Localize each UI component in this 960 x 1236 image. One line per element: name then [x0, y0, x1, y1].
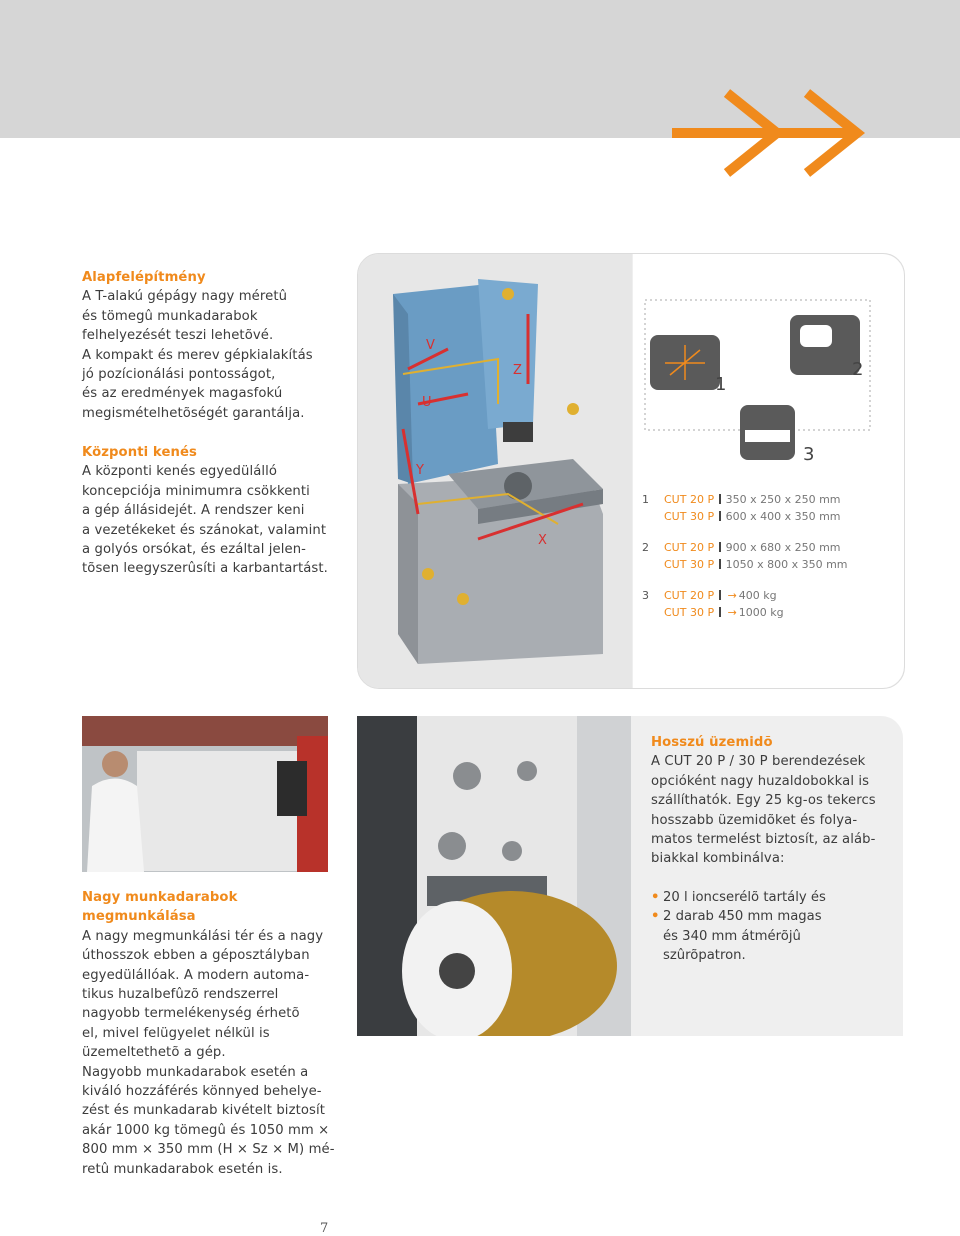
section-basic-heading: Alapfelépítmény — [82, 270, 206, 285]
axis-label-x: X — [538, 533, 547, 548]
spec-model: CUT 20 P — [664, 493, 715, 506]
section-long-runtime: Hosszú üzemidõ A CUT 20 P / 30 P berende… — [651, 733, 881, 869]
spec-model: CUT 30 P — [664, 605, 715, 619]
spec-group-2: 2 CUT 20 P 900 x 680 x 250 mm CUT 30 P 1050… — [642, 540, 892, 573]
axis-label-z: Z — [513, 363, 522, 378]
diagram-label-2: 2 — [852, 359, 863, 380]
section-large-heading: Nagy munkadarabok megmunkálása — [82, 890, 238, 925]
machine-illustration: V U Z Y X — [393, 279, 603, 664]
arrow-logo-icon — [672, 89, 866, 177]
top-banner — [0, 0, 960, 138]
spec-value: 1050 x 800 x 350 mm — [725, 557, 848, 571]
section-lube-heading: Központi kenés — [82, 445, 197, 460]
wire-spool-photo-area — [357, 716, 903, 1036]
spec-value: 600 x 400 x 350 mm — [725, 509, 841, 523]
list-item: 20 l ioncserélõ tartály és — [651, 888, 891, 908]
section-long-body: A CUT 20 P / 30 P berendezések opcióként… — [651, 754, 876, 867]
section-large-body: A nagy megmunkálási tér és a nagy úthoss… — [82, 928, 335, 1177]
arrow-icon: → — [727, 605, 737, 619]
spec-value: 350 x 250 x 250 mm — [725, 493, 841, 506]
axis-label-u: U — [422, 395, 432, 410]
section-long-heading: Hosszú üzemidõ — [651, 735, 773, 750]
section-basic-body: A T-alakú gépágy nagy méretû és tömegû m… — [82, 289, 313, 421]
spec-number: 2 — [642, 541, 649, 554]
spec-number: 1 — [642, 493, 649, 506]
workpiece-diagram: 1 2 3 — [644, 299, 871, 465]
list-item: 2 darab 450 mm magas — [651, 907, 891, 927]
spec-model: CUT 30 P — [664, 509, 715, 523]
axis-label-y: Y — [415, 463, 424, 478]
section-basic: Alapfelépítmény A T-alakú gépágy nagy mé… — [82, 268, 342, 423]
section-lube-body: A központi kenés egyedülálló koncepciója… — [82, 464, 328, 577]
list-item-continued: szûrõpatron. — [663, 948, 746, 964]
axis-label-v: V — [426, 338, 435, 353]
spec-value: 1000 kg — [738, 605, 784, 619]
section-large-workpiece: Nagy munkadarabok megmunkálása A nagy me… — [82, 888, 342, 1179]
spec-group-1: 1 CUT 20 P 350 x 250 x 250 mm CUT 30 P 600 … — [642, 492, 892, 525]
spec-value: 900 x 680 x 250 mm — [725, 541, 841, 554]
spec-model: CUT 20 P — [664, 541, 715, 554]
spec-panel: V U Z Y X — [357, 253, 905, 689]
feature-list: 20 l ioncserélõ tartály és 2 darab 450 m… — [651, 888, 891, 966]
spec-model: CUT 20 P — [664, 589, 715, 602]
diagram-label-3: 3 — [803, 444, 814, 465]
arrow-icon: → — [727, 589, 737, 602]
machine-illustration-area: V U Z Y X — [358, 254, 632, 688]
list-item-continued: és 340 mm átmérõjû — [663, 928, 801, 944]
wire-spool-photo — [357, 716, 631, 1036]
spec-value: 400 kg — [738, 589, 777, 602]
spec-group-3: 3 CUT 20 P →400 kg CUT 30 P →1000 kg — [642, 588, 892, 621]
diagram-label-1: 1 — [715, 374, 726, 395]
spec-model: CUT 30 P — [664, 557, 715, 571]
section-lube: Központi kenés A központi kenés egyedülá… — [82, 443, 342, 579]
spec-number: 3 — [642, 589, 649, 602]
operator-photo — [82, 716, 328, 872]
page-number: 7 — [320, 1221, 329, 1236]
long-runtime-panel — [631, 716, 903, 1036]
